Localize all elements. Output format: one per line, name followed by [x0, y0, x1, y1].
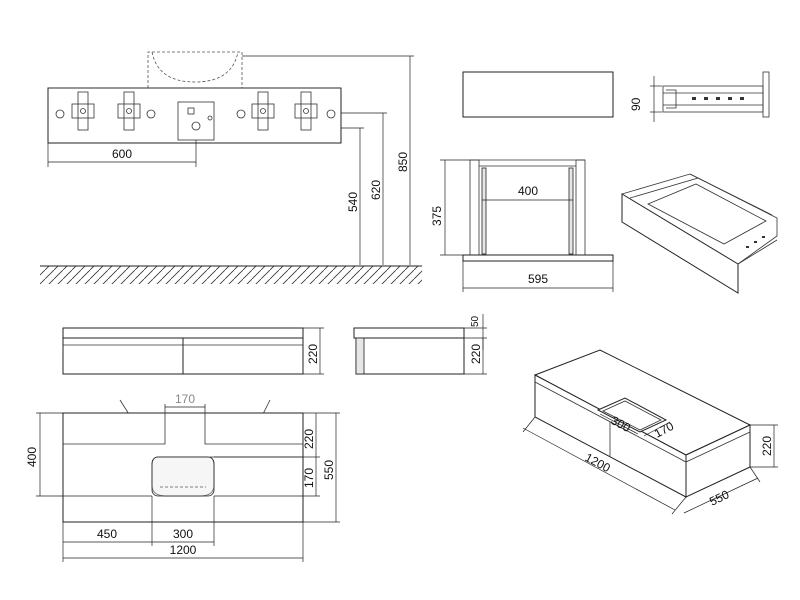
mount-hole-right-1: [236, 109, 246, 119]
basin-outline: [147, 51, 243, 88]
dim-label-400: 400: [518, 184, 538, 198]
drawer-iso-left-side: [621, 173, 700, 199]
drawer-isometric-view: [621, 173, 778, 294]
dim-label-90: 90: [629, 97, 643, 111]
wall-elevation-view: 600 540 620 850: [40, 51, 422, 284]
dim-label-300-plan: 300: [173, 527, 193, 541]
vanity-front-view: 220: [62, 327, 324, 375]
dim-label-220-iso: 220: [760, 436, 774, 456]
dim-label-375: 375: [430, 206, 444, 226]
drawer-front-panel: [462, 71, 614, 118]
floor-hatch: [40, 265, 422, 284]
dim-line-1200-iso: [522, 427, 676, 511]
frame-base: [462, 254, 614, 262]
wall-bracket-3: [251, 91, 275, 131]
mount-hole-left-1: [55, 109, 65, 119]
dim-label-220-front: 220: [306, 344, 320, 364]
wall-bracket-1: [71, 91, 95, 131]
dim-label-550-iso: 550: [707, 487, 731, 509]
vanity-plan-view: 170 400 220 170 550 450 300 1200: [25, 392, 340, 562]
front-countertop: [62, 327, 304, 339]
wall-bracket-4: [294, 91, 318, 131]
drawer-iso-front: [621, 193, 739, 294]
frame-left-post: [469, 159, 480, 256]
dim-label-595: 595: [528, 272, 548, 286]
drawer-frame-view: 400 375 595: [430, 159, 614, 292]
mount-hole-left-2: [146, 109, 156, 119]
dim-label-540: 540: [346, 192, 360, 212]
dim-label-1200-plan: 1200: [170, 543, 197, 557]
dim-label-50: 50: [470, 315, 481, 327]
iso-sink-opening: [596, 397, 668, 433]
frame-right-post: [575, 159, 586, 256]
dim-label-170-top: 170: [175, 392, 195, 406]
front-drawer-right: [182, 337, 304, 375]
drawer-side-view: 90: [629, 71, 770, 122]
dim-label-400-plan: 400: [25, 447, 39, 467]
dim-label-220-plan: 220: [302, 429, 316, 449]
dim-label-220-side: 220: [469, 344, 483, 364]
dim-label-600: 600: [112, 147, 132, 161]
drawer-front-view: [462, 71, 614, 118]
dim-line-550-iso: [683, 477, 759, 514]
mount-hole-right-2: [326, 109, 336, 119]
vanity-body: [47, 87, 342, 144]
wall-bracket-2: [117, 91, 141, 131]
dim-label-170-plan: 170: [302, 468, 316, 488]
dim-label-620: 620: [369, 180, 383, 200]
vanity-side-view: 50 220: [353, 314, 487, 375]
plan-outline: [62, 412, 304, 523]
dim-label-450: 450: [97, 527, 117, 541]
vanity-isometric-view: 300 170 1200 550 220: [522, 349, 778, 515]
side-countertop: [353, 327, 465, 339]
dim-label-850: 850: [396, 152, 410, 172]
side-body: [355, 337, 465, 375]
dim-label-550-plan: 550: [322, 460, 336, 480]
front-drawer-left: [62, 337, 184, 375]
